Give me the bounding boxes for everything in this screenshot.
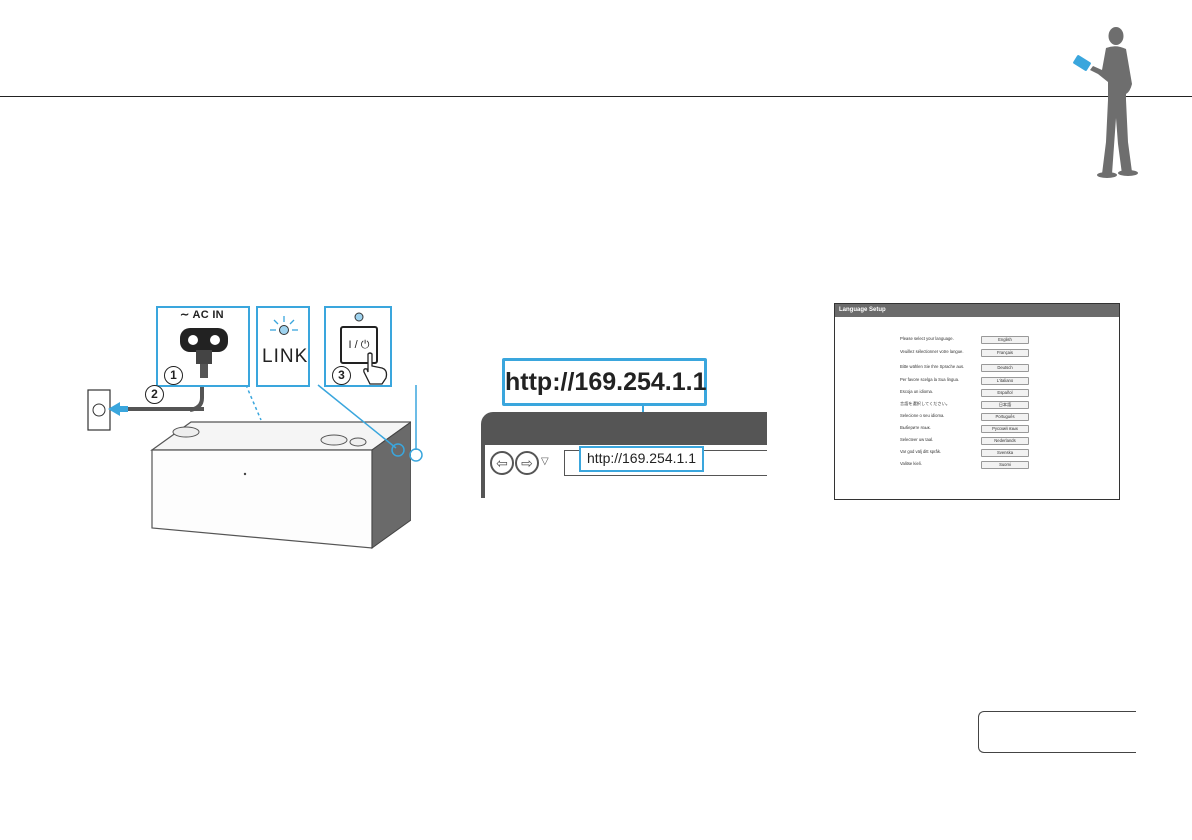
connection-illustration	[86, 300, 423, 560]
language-button[interactable]: L'italiano	[981, 377, 1029, 385]
language-row: Selecteer uw taal. Nederlands	[900, 437, 1040, 449]
browser-left-edge	[481, 430, 485, 498]
header-rule	[0, 96, 1192, 97]
language-prompt: Bitte wählen Sie Ihre Sprache aus.	[900, 364, 965, 369]
ac-socket-icon	[180, 328, 228, 378]
language-row: Escoja un idioma. Español	[900, 389, 1040, 401]
language-prompt: Please select your language.	[900, 336, 954, 341]
link-label: LINK	[262, 346, 309, 367]
link-indicator-icon	[270, 316, 298, 335]
language-button[interactable]: Português	[981, 413, 1029, 421]
callout-lines	[245, 384, 423, 462]
power-button: I / ⏻	[340, 326, 378, 364]
language-button[interactable]: Русский язык	[981, 425, 1029, 433]
language-prompt: Var god välj ditt språk.	[900, 449, 942, 454]
language-button[interactable]: Deutsch	[981, 364, 1029, 372]
language-row: Selecione o seu idioma. Português	[900, 413, 1040, 425]
language-prompt: Veuillez sélectionner votre langue.	[900, 349, 964, 354]
back-arrow-icon[interactable]: ⇦	[490, 451, 514, 475]
language-button[interactable]: Suomi	[981, 461, 1029, 469]
url-callout: http://169.254.1.1	[502, 358, 707, 406]
language-prompt: Выберите язык.	[900, 425, 931, 430]
language-row: 言語を選択してください。 日本語	[900, 401, 1040, 413]
link-panel: LINK	[256, 306, 310, 387]
language-prompt: Selecteer uw taal.	[900, 437, 934, 442]
browser-title-bar	[481, 412, 767, 445]
dropdown-triangle-icon[interactable]: ▽	[541, 456, 549, 467]
language-row: Bitte wählen Sie Ihre Sprache aus. Deutsc…	[900, 364, 1040, 376]
language-button[interactable]: Français	[981, 349, 1029, 357]
language-row: Valitse kieli. Suomi	[900, 461, 1040, 473]
language-button[interactable]: Nederlands	[981, 437, 1029, 445]
language-row: Var god välj ditt språk. Svenska	[900, 449, 1040, 461]
power-led-icon	[354, 312, 364, 322]
language-prompt: Selecione o seu idioma.	[900, 413, 945, 418]
browser-content-area	[485, 485, 767, 498]
note-box	[978, 711, 1136, 753]
step-3-number: 3	[332, 366, 351, 385]
language-prompt: 言語を選択してください。	[900, 401, 950, 406]
language-button[interactable]: 日本語	[981, 401, 1029, 409]
address-bar-url[interactable]: http://169.254.1.1	[579, 446, 704, 472]
speaker-icon	[150, 421, 411, 549]
step-1-number: 1	[164, 366, 183, 385]
person-with-tablet-icon	[1073, 27, 1138, 178]
language-setup-title: Language Setup	[835, 304, 1119, 317]
hand-press-icon	[363, 352, 388, 385]
language-prompt: Per favore scelga la Sua lingua.	[900, 377, 960, 382]
language-row: Per favore scelga la Sua lingua. L'italia…	[900, 377, 1040, 389]
language-row: Выберите язык. Русский язык	[900, 425, 1040, 437]
forward-arrow-icon[interactable]: ⇨	[515, 451, 539, 475]
language-prompt: Escoja un idioma.	[900, 389, 934, 394]
step-2-number: 2	[145, 385, 164, 404]
language-row: Veuillez sélectionner votre langue. Franç…	[900, 349, 1040, 361]
language-prompt: Valitse kieli.	[900, 461, 922, 466]
language-row: Please select your language. English	[900, 336, 1040, 348]
ac-in-panel: ∼ AC IN 1	[156, 306, 250, 387]
power-symbol: I / ⏻	[348, 339, 370, 351]
language-button[interactable]: Svenska	[981, 449, 1029, 457]
language-button[interactable]: Español	[981, 389, 1029, 397]
language-setup-window: Language Setup Please select your langua…	[834, 303, 1120, 500]
tilde-icon: ∼	[180, 309, 193, 321]
language-button[interactable]: English	[981, 336, 1029, 344]
power-panel: I / ⏻ 3	[324, 306, 392, 387]
ac-in-label: ∼ AC IN	[180, 309, 224, 321]
